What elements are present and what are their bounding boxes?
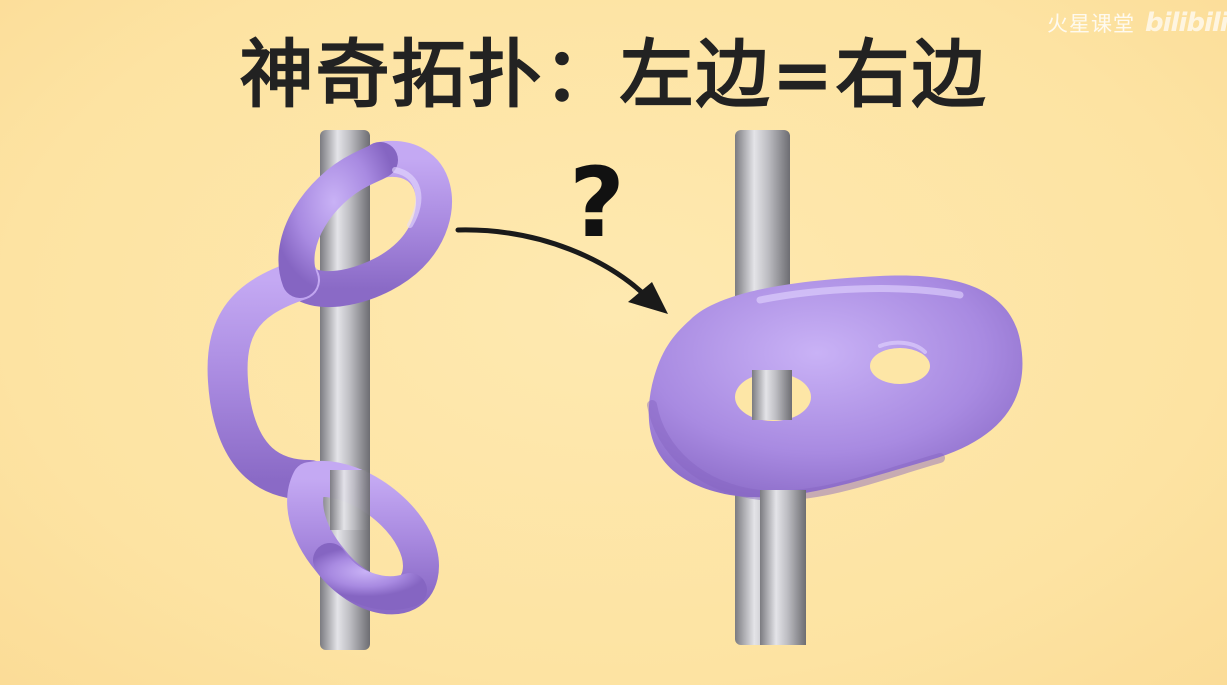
two-hole-torus-icon bbox=[647, 275, 1023, 645]
double-loop-knot-icon bbox=[207, 141, 452, 615]
watermark-channel: 火星课堂 bbox=[1047, 12, 1135, 36]
curved-arrow-icon bbox=[455, 227, 668, 314]
question-mark-icon: ? bbox=[569, 147, 625, 259]
watermark: 火星课堂 bilibili bbox=[1047, 8, 1227, 38]
bilibili-logo-icon: bilibili bbox=[1145, 8, 1227, 38]
page-title: 神奇拓扑：左边=右边 bbox=[239, 32, 988, 118]
